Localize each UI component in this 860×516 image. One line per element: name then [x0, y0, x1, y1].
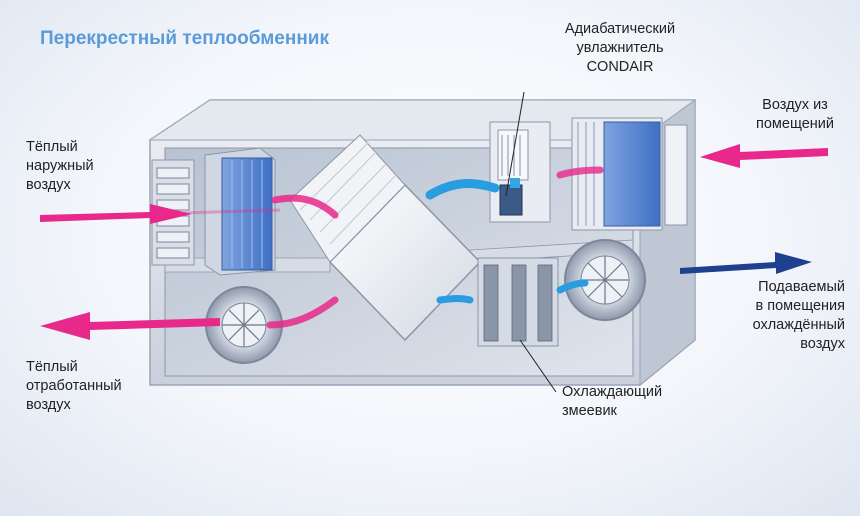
- supply-fan: [564, 239, 646, 321]
- supply-filter: [204, 147, 276, 276]
- exhaust-fan: [205, 286, 283, 364]
- label-room-air: Воздух из помещений: [756, 97, 834, 132]
- cooling-coil: [477, 257, 559, 347]
- label-cooling-coil: Охлаждающий змеевик: [562, 384, 663, 419]
- exhaust-filter: [571, 117, 688, 231]
- label-warm-outdoor-air: Тёплый наружный воздух: [26, 139, 94, 193]
- adiabatic-humidifier: [489, 121, 551, 223]
- supply-air-arrow: [680, 252, 812, 274]
- internal-airflow: [266, 166, 604, 329]
- label-supply-air: Подаваемый в помещения охлаждённый возду…: [752, 279, 845, 352]
- room-air-arrow: [700, 144, 828, 168]
- leader-lines: [505, 91, 557, 393]
- exhaust-air-arrow: [40, 312, 220, 340]
- label-warm-exhaust-air: Тёплый отработанный воздух: [26, 359, 122, 413]
- label-adiabatic-humidifier: Адиабатический увлажнитель CONDAIR: [564, 21, 676, 75]
- outdoor-air-arrow: [40, 204, 281, 224]
- diagram-title: Перекрестный теплообменник: [40, 28, 329, 49]
